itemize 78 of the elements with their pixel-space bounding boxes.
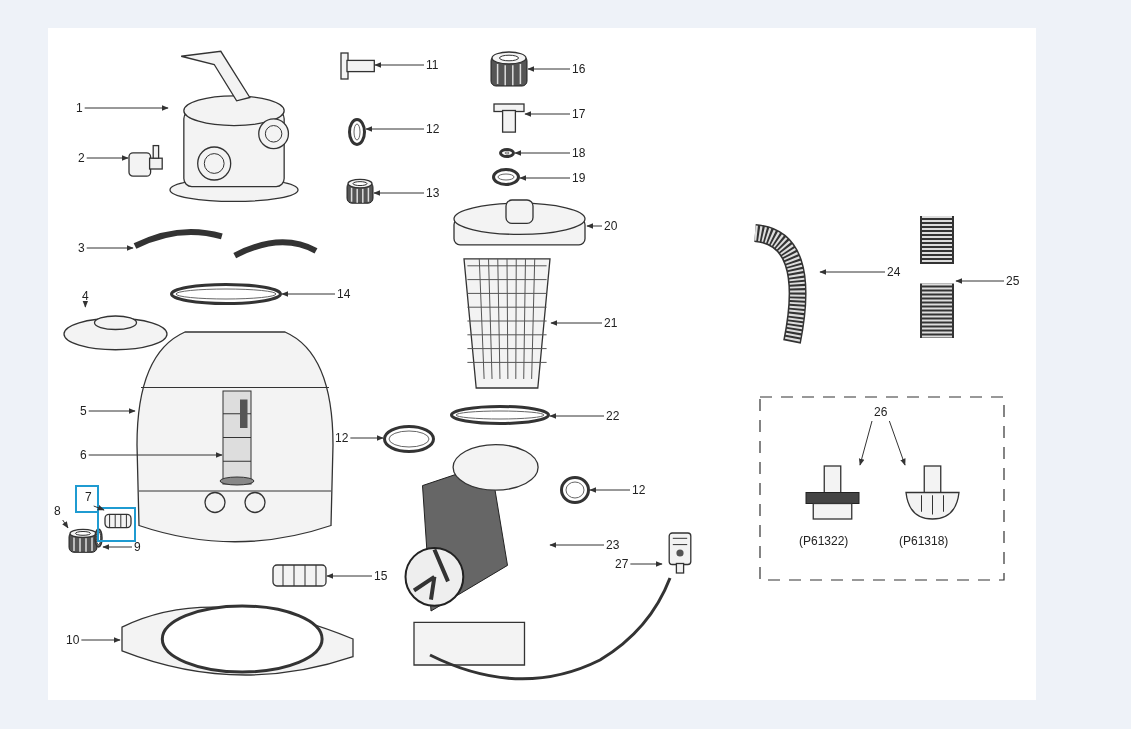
- ring-drawing: [560, 476, 590, 504]
- o-ring-drawing: [94, 528, 103, 548]
- leader-line: [281, 291, 336, 297]
- leader-line: [514, 150, 571, 156]
- leader-line: [374, 62, 425, 68]
- callout-number: 12: [426, 122, 440, 136]
- leader-line: [888, 420, 906, 466]
- callout-number: 6: [80, 448, 87, 462]
- callout-number: 11: [426, 58, 439, 72]
- callout-number: 22: [606, 409, 620, 423]
- o-ring-drawing: [450, 405, 550, 425]
- callout-number: 2: [78, 151, 85, 165]
- callout-number: 26: [874, 405, 888, 419]
- callout-number: 27: [615, 557, 629, 571]
- leader-line: [955, 278, 1005, 284]
- leader-line: [586, 223, 603, 229]
- leader-line: [527, 66, 571, 72]
- adapter-drawing: [493, 103, 525, 133]
- callout-number: 14: [337, 287, 351, 301]
- leader-line: [373, 190, 425, 196]
- callout-number: 21: [604, 316, 618, 330]
- leader-line: [82, 300, 89, 308]
- callout-number: 23: [606, 538, 620, 552]
- callout-number: 18: [572, 146, 586, 160]
- ring-drawing: [348, 118, 366, 146]
- callout-number: 17: [572, 107, 586, 121]
- leader-line: [102, 544, 133, 550]
- leader-line: [858, 420, 873, 466]
- callout-number: 10: [66, 633, 80, 647]
- leader-line: [84, 105, 169, 111]
- fitting-drawing: [905, 465, 960, 520]
- leader-line: [93, 505, 105, 511]
- callout-number: 16: [572, 62, 586, 76]
- o-ring-drawing: [499, 148, 515, 158]
- leader-line: [629, 561, 663, 567]
- leader-line: [524, 111, 571, 117]
- leader-line: [86, 245, 134, 251]
- leader-line: [62, 519, 69, 529]
- nut-drawing: [490, 50, 528, 90]
- callout-number: 12: [632, 483, 646, 497]
- callout-number: 12: [335, 431, 349, 445]
- part-number: (P61322): [799, 534, 849, 548]
- part-number: (P61318): [899, 534, 949, 548]
- callout-number: 25: [1006, 274, 1020, 288]
- callout-number: 9: [134, 540, 141, 554]
- callout-number: 24: [887, 265, 901, 279]
- leader-line: [519, 175, 571, 181]
- leader-line: [80, 637, 121, 643]
- leader-line: [86, 155, 129, 161]
- leader-line: [549, 542, 605, 548]
- callout-number: 13: [426, 186, 440, 200]
- leader-line: [589, 487, 631, 493]
- callout-number: 15: [374, 569, 388, 583]
- leader-line: [326, 573, 373, 579]
- ring-drawing: [383, 425, 435, 453]
- callout-number: 5: [80, 404, 87, 418]
- hose-adapter-drawing: [340, 52, 375, 80]
- leader-line: [88, 408, 136, 414]
- callout-number: 4: [82, 289, 89, 303]
- leader-line: [819, 269, 886, 275]
- callout-number: 8: [54, 504, 61, 518]
- callout-number: 1: [76, 101, 83, 115]
- leader-line: [365, 126, 425, 132]
- callout-number: 20: [604, 219, 618, 233]
- nut-drawing: [346, 178, 374, 206]
- pressure-gauge-drawing: [128, 142, 164, 178]
- leader-line: [549, 413, 605, 419]
- callout-number: 3: [78, 241, 85, 255]
- o-ring-drawing: [170, 283, 282, 305]
- callout-number: 7: [85, 490, 92, 504]
- leader-line: [88, 452, 223, 458]
- leader-line: [349, 435, 384, 441]
- fitting-drawing: [805, 465, 860, 520]
- standpipe-drawing: [222, 390, 252, 485]
- callout-number: 19: [572, 171, 586, 185]
- washer-drawing: [492, 168, 520, 186]
- leader-line: [550, 320, 603, 326]
- drain-cap-drawing: [68, 528, 98, 555]
